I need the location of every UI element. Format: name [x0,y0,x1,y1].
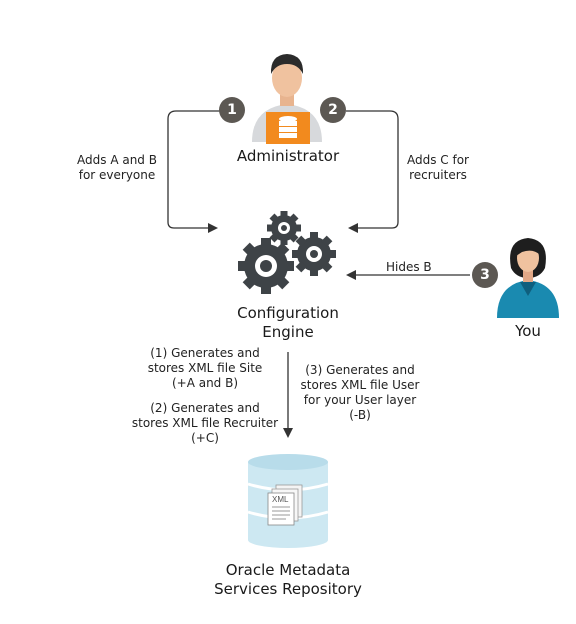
repository-database-icon: XML [247,454,329,548]
generation-note-2: (2) Generates and stores XML file Recrui… [126,401,284,446]
administrator-icon [252,54,322,144]
adds-ab-line1: Adds A and B [77,153,157,167]
gen3-line1: (3) Generates and [305,363,415,377]
step-2-badge: 2 [320,97,346,123]
xml-document-icon [267,492,295,526]
administrator-label: Administrator [236,147,340,165]
generation-note-1: (1) Generates and stores XML file Site (… [130,346,280,391]
gen3-line4: (-B) [349,408,371,422]
generation-note-3: (3) Generates and stores XML file User f… [294,363,426,423]
gen3-line2: stores XML file User [300,378,420,392]
adds-ab-label: Adds A and B for everyone [62,153,172,183]
gen1-line3: (+A and B) [171,376,239,390]
hides-b-label: Hides B [386,260,432,274]
gen2-line1: (2) Generates and [150,401,260,415]
step-1-badge: 1 [219,97,245,123]
configuration-engine-line2: Engine [262,323,314,341]
gen2-line2: stores XML file Recruiter [131,416,279,430]
gen1-line1: (1) Generates and [150,346,260,360]
you-label: You [515,322,541,340]
gen2-line3: (+C) [191,431,219,445]
repository-line1: Oracle Metadata [225,561,351,579]
adds-c-line1: Adds C for [407,153,469,167]
arrow-adds-c [346,110,399,233]
gen1-line2: stores XML file Site [147,361,263,375]
gears-icon [238,211,336,294]
adds-c-line2: recruiters [409,168,467,182]
configuration-engine-line1: Configuration [237,304,339,322]
xml-doc-label: XML [272,495,289,504]
step-3-badge: 3 [472,262,498,288]
repository-line2: Services Repository [214,580,362,598]
adds-ab-line2: for everyone [78,168,156,182]
user-icon [497,238,559,318]
repository-label: Oracle Metadata Services Repository [188,561,388,599]
configuration-engine-label: Configuration Engine [208,304,368,342]
arrow-adds-ab [167,110,220,233]
gen3-line3: for your User layer [303,393,417,407]
adds-c-label: Adds C for recruiters [398,153,478,183]
